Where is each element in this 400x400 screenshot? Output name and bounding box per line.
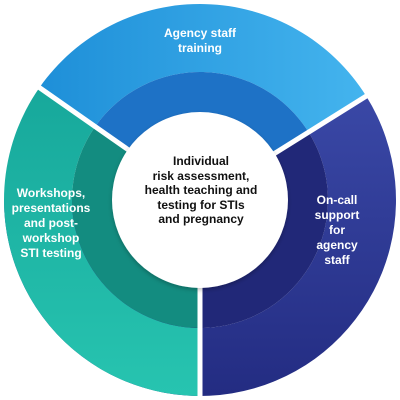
center-disc — [112, 112, 288, 288]
segment-divider-1 — [269, 91, 371, 158]
segment-outer-top — [39, 4, 367, 133]
center-label: Individual risk assessment, health teach… — [144, 154, 258, 226]
segment-inner-left — [72, 126, 200, 328]
segment-label-agency-staff-training: Agency staff training — [163, 26, 237, 55]
segment-outer-left — [3, 87, 201, 397]
segment-divider-0 — [34, 83, 133, 154]
segment-label-on-call-support: On-call support for agency staff — [314, 193, 360, 267]
segment-label-workshops: Workshops, presentations and post- works… — [11, 186, 91, 260]
